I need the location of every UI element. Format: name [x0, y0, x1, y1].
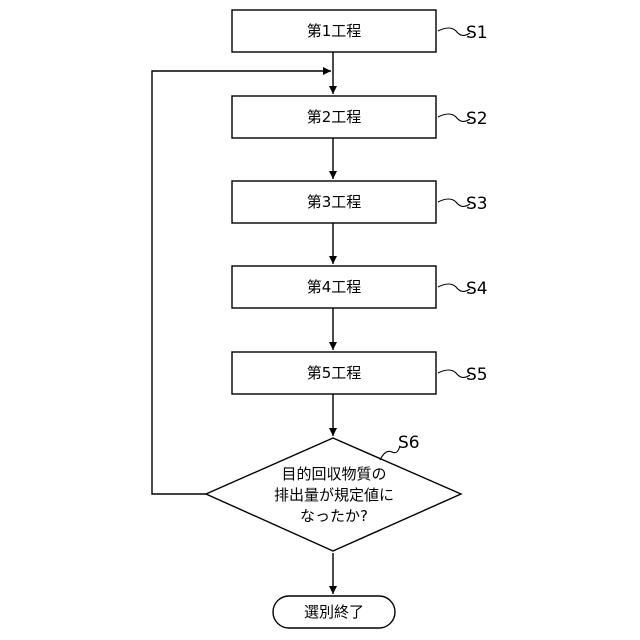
step-s3: 第3工程 S3 — [232, 181, 488, 223]
process-text-s4: 第4工程 — [307, 278, 362, 296]
step-label-s2: S2 — [466, 109, 488, 129]
terminal-end: 選別終了 — [273, 596, 395, 628]
process-text-s1: 第1工程 — [307, 22, 362, 40]
step-label-s3: S3 — [466, 194, 488, 214]
step-label-s4: S4 — [466, 279, 488, 299]
decision-line-2: 排出量が規定値に — [274, 486, 394, 504]
decision-line-3: なったか? — [300, 507, 368, 525]
process-text-s5: 第5工程 — [307, 364, 362, 382]
step-s2: 第2工程 S2 — [232, 96, 488, 138]
process-text-s3: 第3工程 — [307, 193, 362, 211]
step-label-s5: S5 — [466, 365, 488, 385]
decision-line-1: 目的回収物質の — [281, 465, 386, 483]
decision-s6: 目的回収物質の 排出量が規定値に なったか? S6 — [206, 433, 461, 551]
step-s5: 第5工程 S5 — [232, 352, 488, 394]
terminal-text: 選別終了 — [304, 603, 364, 621]
step-s4: 第4工程 S4 — [232, 266, 488, 308]
step-s1: 第1工程 S1 — [232, 10, 488, 52]
step-label-s1: S1 — [466, 23, 488, 43]
step-label-s6: S6 — [398, 433, 420, 453]
leader-s6 — [380, 446, 400, 460]
process-text-s2: 第2工程 — [307, 108, 362, 126]
